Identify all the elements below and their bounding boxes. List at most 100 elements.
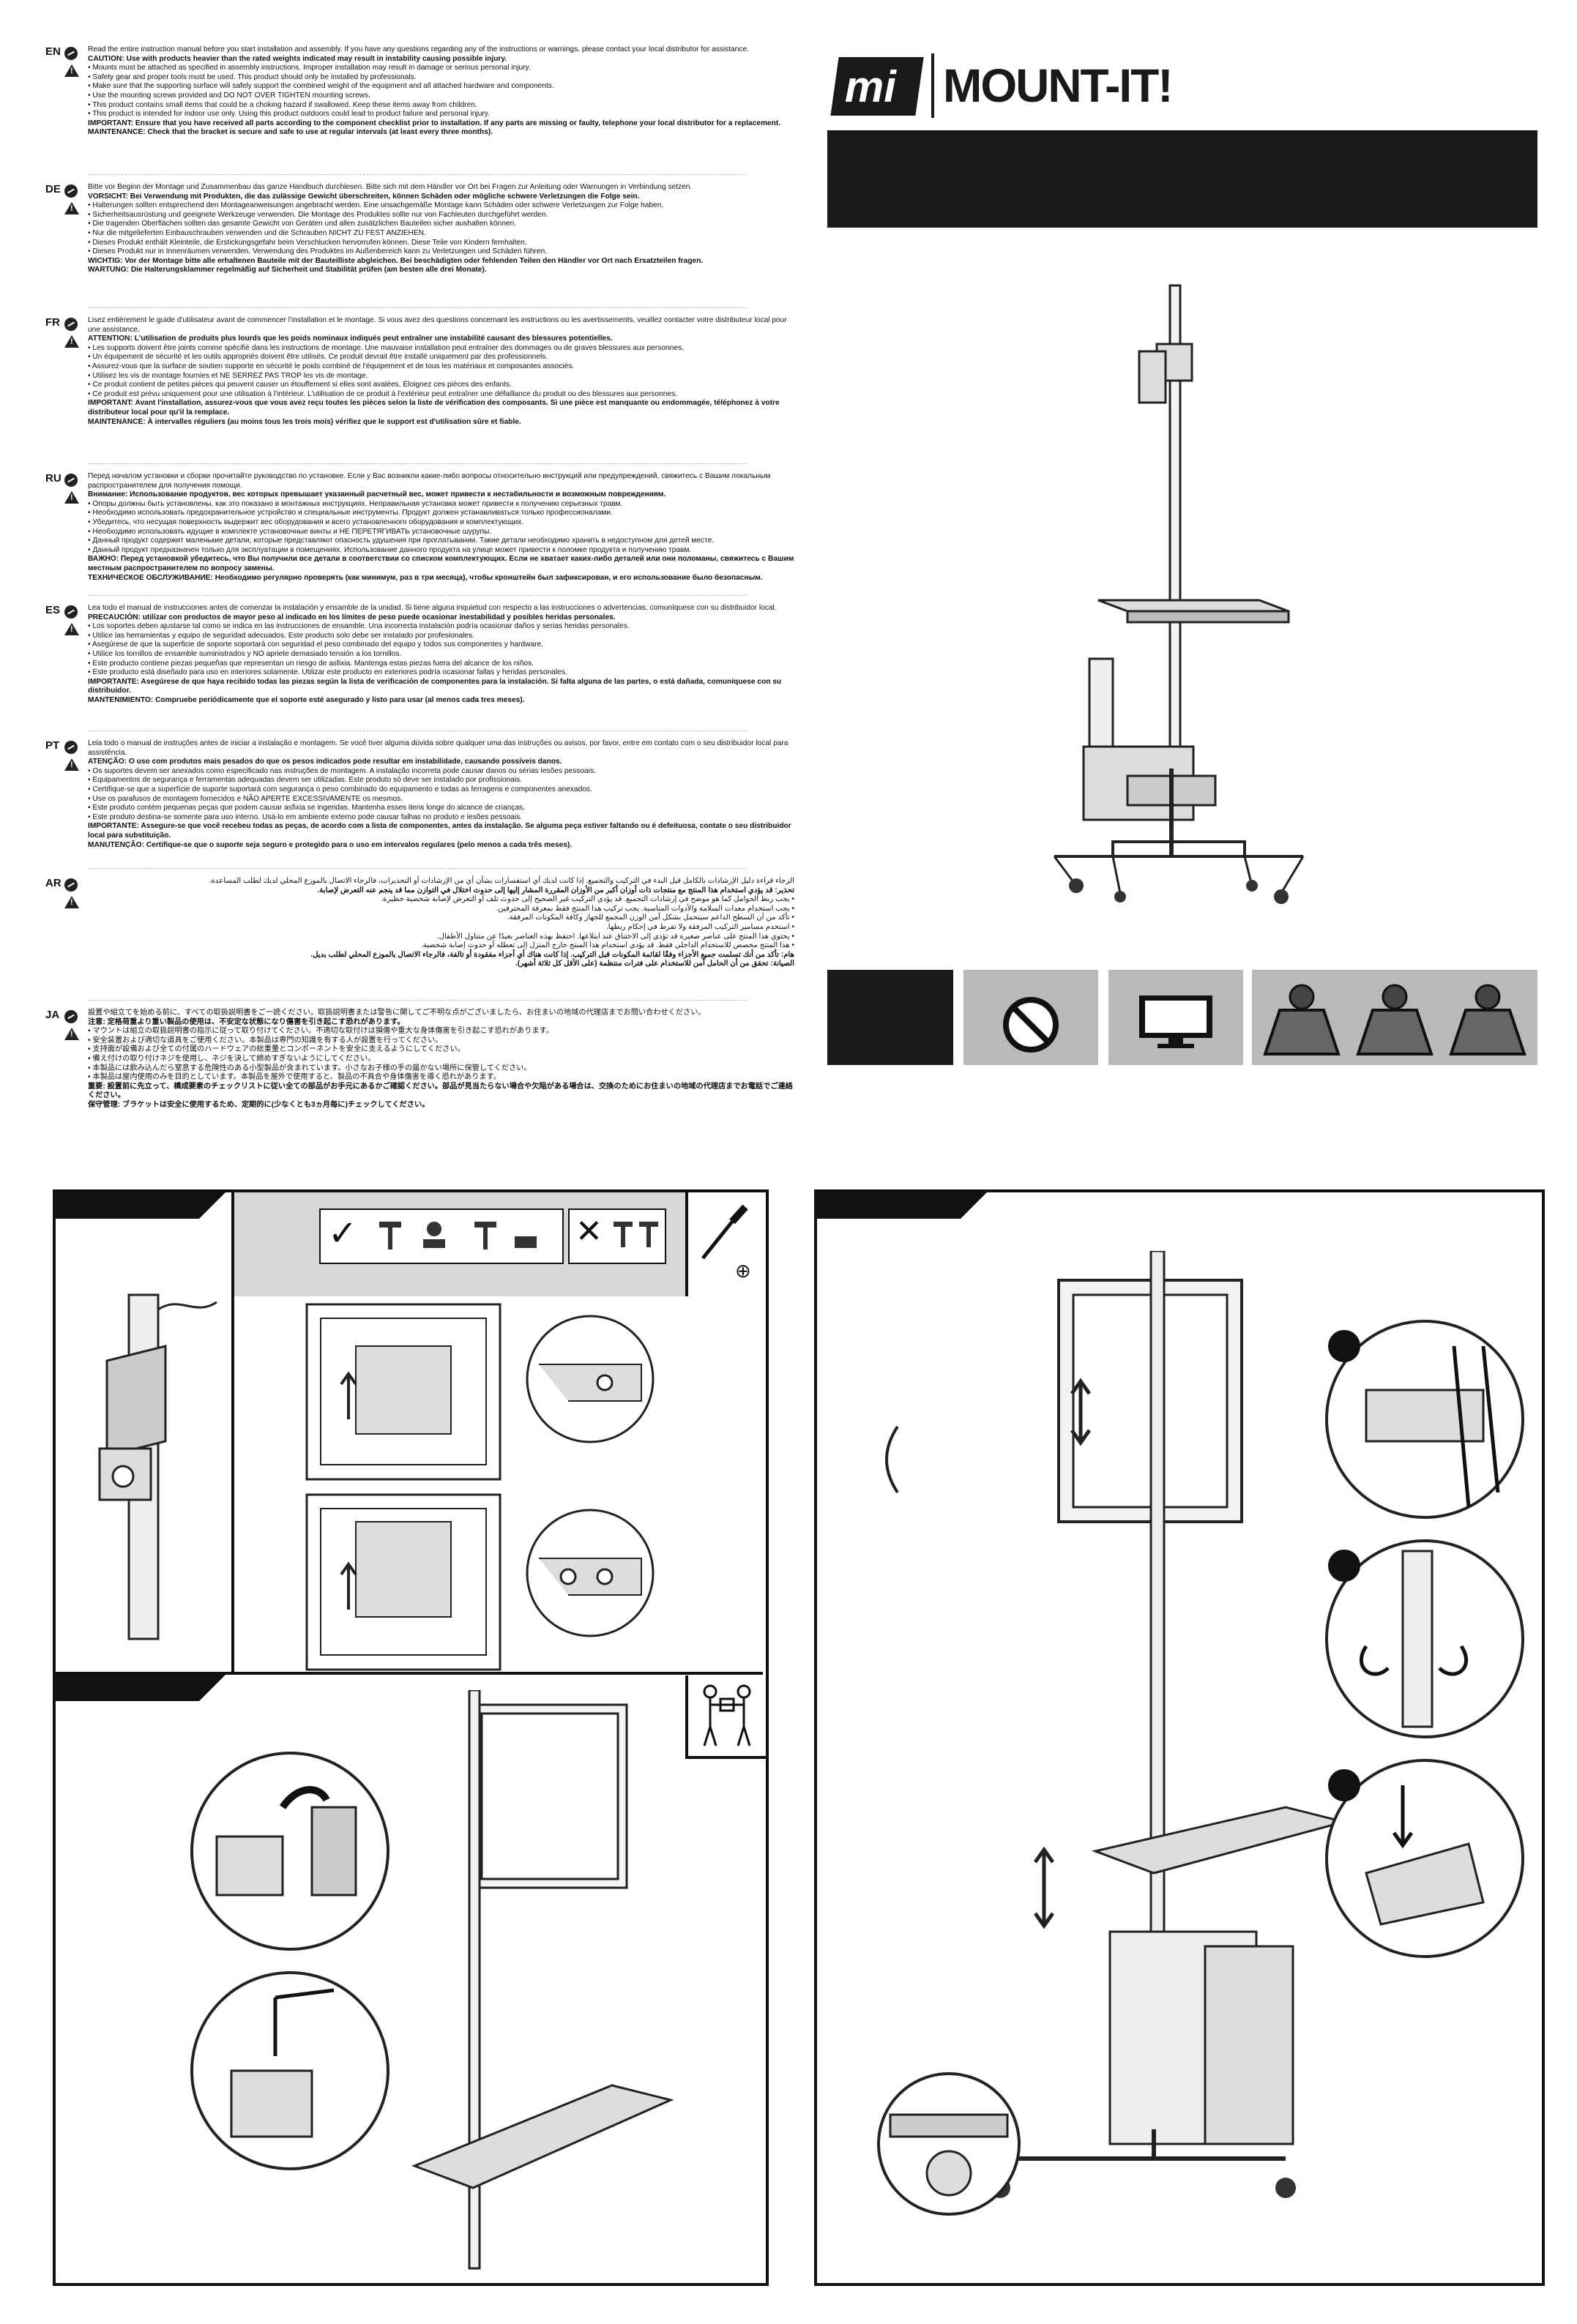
warning-line: • 本製品は屋内使用のみを目的としています。本製品を屋外で使用すると、製品の不具… [88,1073,501,1082]
warning-line: CAUTION: Use with products heavier than … [88,54,507,63]
language-code: AR [45,877,61,889]
warning-line: WICHTIG: Vor der Montage bitte alle erha… [88,256,704,265]
warning-line: • تأكد من أن السطح الداعم سيتحمل بشكل آم… [507,913,794,922]
caution-icon [64,491,79,504]
language-code: FR [45,316,60,329]
language-code: EN [45,45,61,58]
warning-line: • Nur die mitgelieferten Einbauschrauben… [88,228,426,237]
brand-logo: mi MOUNT-IT! [830,50,1193,130]
tool-legend: ⊕ [685,1192,766,1296]
warning-icons [64,47,81,77]
warning-line: 保守管理: ブラケットは安全に使用するため、定期的に(少なくとも3ヵ月毎に)チェ… [88,1100,430,1109]
detail-circle-b [1325,1539,1524,1738]
height-adjust-illustration [885,1251,1349,2198]
warning-line: • يجب ربط الحوامل كما هو موضح في إرشادات… [381,895,794,904]
warning-line: • Dieses Produkt nur in Innenräumen verw… [88,247,548,256]
warning-line: • Este producto contiene piezas pequeñas… [88,659,534,668]
warning-icons [64,605,81,635]
tighten-screw-circle [190,1971,389,2170]
warning-line: • Mounts must be attached as specified i… [88,64,531,72]
warning-line: 注意: 定格荷重より重い製品の使用は、不安定な状態になり傷害を引き起こす恐れがあ… [88,1017,405,1026]
warning-line: Внимание: Использование продуктов, вес к… [88,490,666,499]
warning-text: Bitte vor Beginn der Montage und Zusamme… [88,183,794,275]
warning-line: • 安全装置および適切な道具をご使用ください。本製品は専門の知識を有する人が設置… [88,1036,443,1045]
warning-line: • Los soportes deben ajustarse tal como … [88,622,630,631]
caution-icon [64,1028,79,1040]
plus-icon: ⊕ [735,1260,751,1282]
caution-icon [64,896,79,908]
read-manual-icon [64,184,78,198]
warning-text: Read the entire instruction manual befor… [88,45,794,138]
language-code: RU [45,472,61,485]
warning-text: 設置や組立てを始める前に、すべての取扱説明書をご一読ください。取扱説明書または警… [88,1009,794,1110]
read-manual-icon [64,741,78,754]
warning-line: • 支持面が設備および全ての付属のハードウェアの総重量とコンポーネントを安全に支… [88,1045,465,1054]
warning-line: • Este produto destina-se somente para u… [88,812,523,821]
read-manual-icon [64,318,78,331]
warning-icons [64,318,81,348]
warning-text: Lea todo el manual de instrucciones ante… [88,604,794,706]
warning-line: • Os suportes devem ser anexados como es… [88,766,596,775]
warning-line: 設置や組立てを始める前に、すべての取扱説明書をご一読ください。取扱説明書または警… [88,1009,706,1017]
language-code: ES [45,604,61,616]
title-bar [827,130,1537,228]
language-code: DE [45,183,61,195]
section-divider [88,1000,747,1001]
warning-line: • Utilice las herramientas y equipo de s… [88,631,474,640]
warning-line: • Un équipement de sécurité et les outil… [88,353,548,362]
monitor-on-pole [411,1690,674,2270]
warning-line: • Utilice los tornillos de ensamble sumi… [88,649,402,658]
language-code: PT [45,739,60,752]
warning-line: IMPORTANTE: Assegure-se que você recebeu… [88,822,791,840]
warning-line: • Use os parafusos de montagem fornecido… [88,794,403,803]
step-tab-3 [814,1189,990,1219]
warning-line: WARTUNG: Die Halterungsklammer regelmäßi… [88,266,487,274]
warning-line: IMPORTANT: Avant l'installation, assurez… [88,399,780,416]
warning-line: • Die tragenden Oberflächen sollten das … [88,220,517,228]
detail-circle-2 [526,1509,655,1637]
warning-text: Lisez entièrement le guide d'utilisateur… [88,316,794,427]
caution-icon [64,64,79,77]
warning-line: ВАЖНО: Перед установкой убедитесь, что В… [88,555,794,572]
warning-line: • Sicherheitsausrüstung und geeignete We… [88,210,548,219]
section-divider [88,868,747,869]
section-divider [88,307,747,308]
language-code: JA [45,1009,60,1021]
warning-line: • Assurez-vous que la surface de soutien… [88,362,575,370]
warning-line: • Halterungen sollten entsprechend den M… [88,201,664,210]
warning-line: • Les supports doivent être joints comme… [88,343,684,352]
warning-line: • Необходимо использовать идущие в компл… [88,527,492,536]
warning-line: • Dieses Produkt enthält Kleinteile, die… [88,238,527,247]
two-person-icon [685,1675,766,1759]
warning-icons [64,878,81,908]
warning-line: • Este produto contém pequenas peças que… [88,804,526,812]
weight-icon [1356,984,1434,1055]
cross-mark-icon: ✕ [575,1214,603,1249]
warning-line: • يجب استخدام معدات السلامة والأدوات الم… [496,904,794,913]
warning-text: Leia todo o manual de instruções antes d… [88,739,794,850]
washer-icon [614,1222,658,1247]
detail-circle-c [1325,1759,1524,1958]
warning-line: الصيانة: تحقق من أن الحامل آمن للاستخدام… [515,960,794,968]
weight-icon [1449,984,1526,1055]
icon-tile-no [963,970,1098,1065]
warning-line: • Safety gear and proper tools must be u… [88,72,417,81]
logo-mark-text: mi [844,62,896,111]
warning-line: Bitte vor Beginn der Montage und Zusamme… [88,183,693,191]
warning-icons [64,741,81,771]
step-panel-right [814,1189,1545,2286]
logo-name: MOUNT-IT! [943,59,1174,112]
warning-line: • Необходимо использовать предохранитель… [88,509,613,518]
warning-icons [64,474,81,504]
warning-line: تحذير: قد يؤدي استخدام هذا المنتج مع منت… [317,886,794,894]
detail-circle-a [1325,1320,1524,1519]
monitor-icon [1139,995,1212,1048]
warning-text: الرجاء قراءة دليل الإرشادات بالكامل قبل … [88,877,794,969]
hardware-legend: ✓ [319,1208,564,1264]
warning-line: • Asegúrese de que la superficie de sopo… [88,640,543,649]
warning-line: • 本製品には飲み込んだら窒息する危険性のある小型製品が含まれています。小さなお… [88,1064,532,1072]
warning-line: • استخدم مسامير التركيب المرفقة ولا تفرط… [605,922,794,931]
caution-icon [64,623,79,635]
warning-line: • Make sure that the supporting surface … [88,82,554,91]
warning-line: الرجاء قراءة دليل الإرشادات بالكامل قبل … [209,877,794,885]
